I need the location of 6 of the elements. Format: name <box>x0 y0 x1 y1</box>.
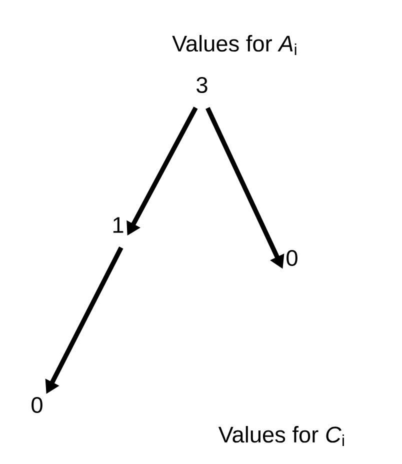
title: Values for A$_{i}$ <box>172 35 296 55</box>
value-label: 1 <box>113 217 124 233</box>
caption: Values for C$_{i}$ <box>218 426 344 446</box>
value-label: 0 <box>32 396 42 414</box>
value-label: 0 <box>286 250 298 266</box>
value-label: 3 <box>196 76 208 94</box>
